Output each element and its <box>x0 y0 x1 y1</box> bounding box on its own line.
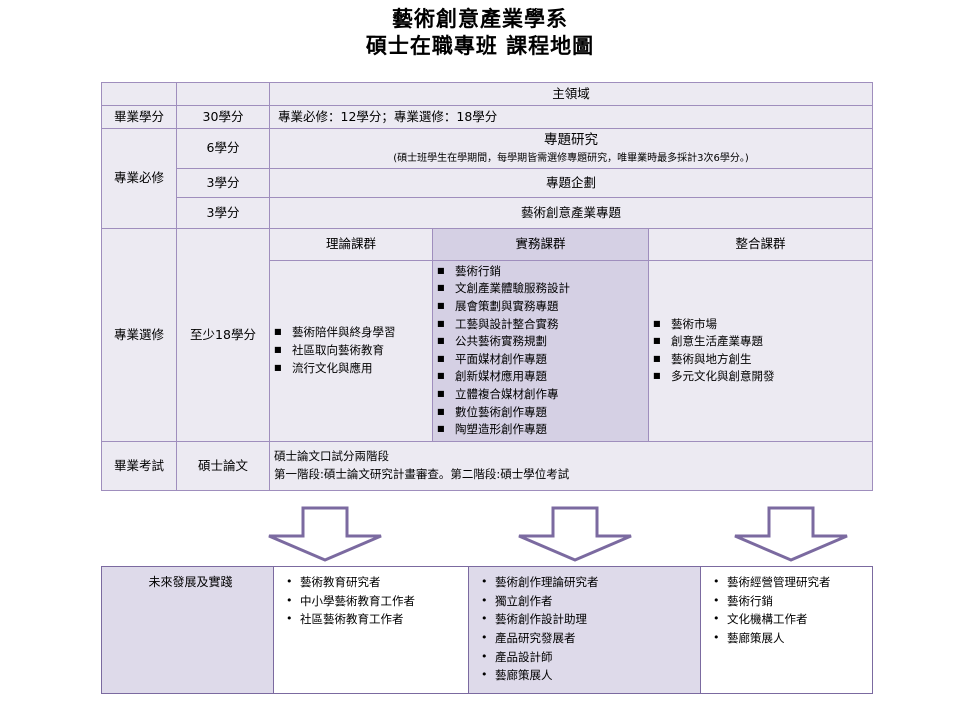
cell-future-column-1: 藝術教育研究者 中小學藝術教育工作者 社區藝術教育工作者 <box>273 566 469 694</box>
cell-required-course-3: 藝術創意產業專題 <box>269 196 873 229</box>
list-item: 工藝與設計整合實務 <box>437 316 644 334</box>
title-line-1: 藝術創意產業學系 <box>392 7 568 31</box>
cell-exam-category: 畢業考試 <box>101 440 177 491</box>
cell-course-list-theory: 藝術陪伴與終身學習 社區取向藝術教育 流行文化與應用 <box>269 259 433 442</box>
cell-elective-category: 專業選修 <box>101 227 177 442</box>
table-row-required-3: 3學分 藝術創意產業專題 <box>102 196 873 229</box>
down-arrow-icon <box>518 506 632 562</box>
cell-exam-credits: 碩士論文 <box>176 440 270 491</box>
page-title: 藝術創意產業學系 碩士在職專班 課程地圖 <box>0 6 960 60</box>
list-item: 創新媒材應用專題 <box>437 368 644 386</box>
cell-empty-credit <box>176 81 270 107</box>
curriculum-table: 主領域 畢業學分 30學分 專業必修：12學分；專業選修：18學分 專業必修 6… <box>101 81 873 491</box>
list-item: 藝術市場 <box>653 316 868 334</box>
list-item: 產品設計師 <box>479 648 696 667</box>
list-item: 產品研究發展者 <box>479 629 696 648</box>
list-item: 文化機構工作者 <box>711 610 868 629</box>
table-row-elective-headers: 專業選修 至少18學分 理論課群 實務課群 整合課群 <box>101 227 873 442</box>
list-item: 流行文化與應用 <box>274 360 428 378</box>
table-row-main-domain: 主領域 <box>101 81 873 107</box>
cell-graduation-credits: 30學分 <box>176 105 270 130</box>
cell-course-list-practice: 藝術行銷 文創產業體驗服務設計 展會策劃與實務專題 工藝與設計整合實務 公共藝術… <box>432 259 649 442</box>
cell-exam-detail: 碩士論文口試分兩階段 第一階段:碩士論文研究計畫審查。第二階段:碩士學位考試 <box>269 440 873 491</box>
list-item: 藝術教育研究者 <box>284 573 464 592</box>
list-item: 文創產業體驗服務設計 <box>437 280 644 298</box>
list-item: 藝廊策展人 <box>711 629 868 648</box>
cell-group-header-theory: 理論課群 <box>269 227 433 261</box>
list-item: 陶塑造形創作專題 <box>437 421 644 439</box>
title-line-2: 碩士在職專班 課程地圖 <box>365 33 595 58</box>
list-item: 藝術行銷 <box>437 263 644 281</box>
cell-main-domain-header: 主領域 <box>269 81 873 107</box>
table-row-elective-courses: 藝術陪伴與終身學習 社區取向藝術教育 流行文化與應用 藝術行銷 文創產業體驗服務… <box>102 259 873 442</box>
list-item: 藝廊策展人 <box>479 666 696 685</box>
cell-required-credits-1: 6學分 <box>176 128 270 169</box>
table-row-required-1: 專業必修 6學分 專題研究 (碩士班學生在學期間，每學期皆需選修專題研究，唯畢業… <box>101 128 873 229</box>
down-arrow-icon <box>734 506 848 562</box>
list-item: 藝術創作設計助理 <box>479 610 696 629</box>
list-item: 藝術與地方創生 <box>653 351 868 369</box>
list-item: 中小學藝術教育工作者 <box>284 592 464 611</box>
cell-required-course-2: 專題企劃 <box>269 167 873 198</box>
cell-group-header-integration: 整合課群 <box>648 227 873 261</box>
cell-future-column-2: 藝術創作理論研究者 獨立創作者 藝術創作設計助理 產品研究發展者 產品設計師 藝… <box>468 566 701 694</box>
list-item: 藝術創作理論研究者 <box>479 573 696 592</box>
table-row-future: 未來發展及實踐 藝術教育研究者 中小學藝術教育工作者 社區藝術教育工作者 藝術創… <box>101 566 873 694</box>
cell-future-label: 未來發展及實踐 <box>101 566 274 694</box>
cell-graduation-category: 畢業學分 <box>101 105 177 130</box>
cell-future-column-3: 藝術經營管理研究者 藝術行銷 文化機構工作者 藝廊策展人 <box>700 566 873 694</box>
future-list-3: 藝術經營管理研究者 藝術行銷 文化機構工作者 藝廊策展人 <box>711 573 868 648</box>
list-item: 社區藝術教育工作者 <box>284 610 464 629</box>
future-development-table: 未來發展及實踐 藝術教育研究者 中小學藝術教育工作者 社區藝術教育工作者 藝術創… <box>101 566 873 694</box>
cell-course-list-integration: 藝術市場 創意生活產業專題 藝術與地方創生 多元文化與創意開發 <box>648 259 873 442</box>
list-item: 立體複合媒材創作專 <box>437 386 644 404</box>
table-row-graduation-credits: 畢業學分 30學分 專業必修：12學分；專業選修：18學分 <box>101 105 873 130</box>
list-item: 公共藝術實務規劃 <box>437 333 644 351</box>
future-list-1: 藝術教育研究者 中小學藝術教育工作者 社區藝術教育工作者 <box>284 573 464 629</box>
course-list-theory: 藝術陪伴與終身學習 社區取向藝術教育 流行文化與應用 <box>274 324 428 377</box>
cell-graduation-detail: 專業必修：12學分；專業選修：18學分 <box>269 105 873 130</box>
required-course-name-1: 專題研究 <box>544 132 598 149</box>
cell-required-category: 專業必修 <box>101 128 177 229</box>
table-row-required-2: 3學分 專題企劃 <box>102 167 873 198</box>
course-list-practice: 藝術行銷 文創產業體驗服務設計 展會策劃與實務專題 工藝與設計整合實務 公共藝術… <box>437 263 644 439</box>
list-item: 藝術行銷 <box>711 592 868 611</box>
required-course-note-1: (碩士班學生在學期間，每學期皆需選修專題研究，唯畢業時最多採計3次6學分。) <box>393 152 749 164</box>
list-item: 藝術經營管理研究者 <box>711 573 868 592</box>
list-item: 展會策劃與實務專題 <box>437 298 644 316</box>
exam-line-1: 碩士論文口試分兩階段 <box>274 448 389 463</box>
future-list-2: 藝術創作理論研究者 獨立創作者 藝術創作設計助理 產品研究發展者 產品設計師 藝… <box>479 573 696 685</box>
cell-required-credits-2: 3學分 <box>176 167 270 198</box>
cell-elective-credits: 至少18學分 <box>176 227 270 442</box>
cell-group-header-practice: 實務課群 <box>432 227 649 261</box>
table-row-exam: 畢業考試 碩士論文 碩士論文口試分兩階段 第一階段:碩士論文研究計畫審查。第二階… <box>101 440 873 491</box>
down-arrow-icon <box>268 506 382 562</box>
list-item: 社區取向藝術教育 <box>274 342 428 360</box>
list-item: 獨立創作者 <box>479 592 696 611</box>
list-item: 數位藝術創作專題 <box>437 404 644 422</box>
arrow-group <box>101 506 873 564</box>
list-item: 藝術陪伴與終身學習 <box>274 324 428 342</box>
list-item: 多元文化與創意開發 <box>653 368 868 386</box>
cell-required-course-1: 專題研究 (碩士班學生在學期間，每學期皆需選修專題研究，唯畢業時最多採計3次6學… <box>269 128 873 169</box>
cell-required-credits-3: 3學分 <box>176 196 270 229</box>
course-list-integration: 藝術市場 創意生活產業專題 藝術與地方創生 多元文化與創意開發 <box>653 316 868 386</box>
cell-empty-cat <box>101 81 177 107</box>
exam-line-2: 第一階段:碩士論文研究計畫審查。第二階段:碩士學位考試 <box>274 466 570 481</box>
list-item: 平面媒材創作專題 <box>437 351 644 369</box>
list-item: 創意生活產業專題 <box>653 333 868 351</box>
